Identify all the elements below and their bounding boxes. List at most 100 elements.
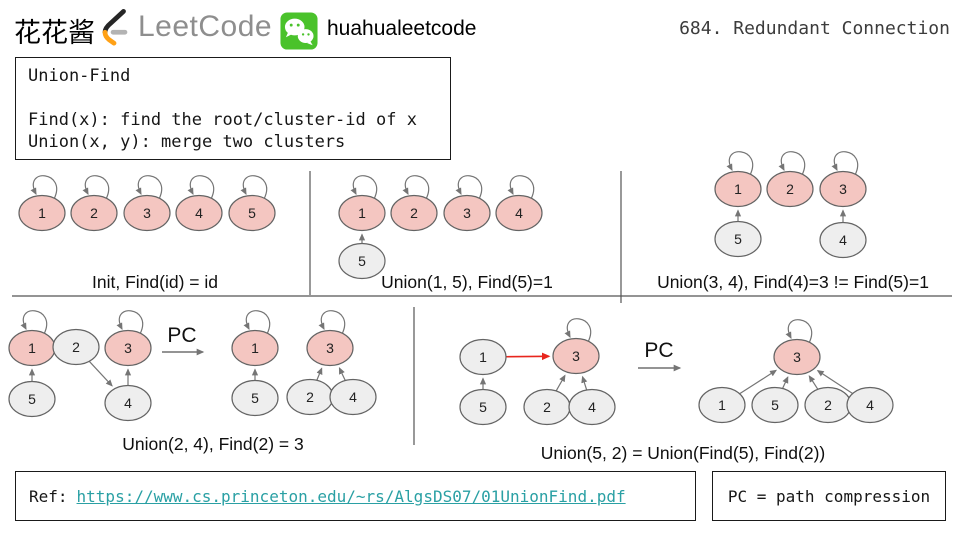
node-5: 5 (231, 379, 279, 417)
self-loop-1 (243, 310, 271, 335)
self-loop-3 (135, 175, 163, 200)
node-4: 4 (846, 386, 894, 424)
node-4: 4 (104, 384, 152, 422)
reference-box: Ref: https://www.cs.princeton.edu/~rs/Al… (15, 471, 696, 521)
svg-text:5: 5 (358, 253, 366, 269)
edge-5-to-3 (782, 376, 789, 389)
self-loop-1 (350, 175, 378, 200)
svg-text:5: 5 (771, 397, 779, 413)
svg-text:4: 4 (839, 232, 847, 248)
node-3: 3 (123, 194, 171, 232)
svg-text:2: 2 (786, 181, 794, 197)
node-2: 2 (390, 194, 438, 232)
wechat-account-name: huahualeetcode (327, 17, 477, 40)
node-2: 2 (804, 386, 852, 424)
leetcode-logo: LeetCode (98, 8, 272, 46)
info-line-find: Find(x): find the root/cluster-id of x (28, 110, 417, 130)
self-loop-2 (82, 175, 110, 200)
node-4: 4 (175, 194, 223, 232)
svg-text:4: 4 (124, 395, 132, 411)
node-2: 2 (286, 378, 334, 416)
node-4: 4 (819, 221, 867, 259)
node-5: 5 (228, 194, 276, 232)
caption-union52: Union(5, 2) = Union(Find(5), Find(2)) (540, 443, 826, 463)
leetcode-logo-text: LeetCode (138, 10, 273, 43)
edge-2-to-4 (88, 360, 113, 387)
node-2: 2 (52, 328, 100, 366)
svg-text:4: 4 (866, 397, 874, 413)
self-loop-2 (402, 175, 430, 200)
edge-1-to-3 (739, 369, 778, 395)
edge-4-to-3 (816, 369, 853, 395)
ref-link[interactable]: https://www.cs.princeton.edu/~rs/AlgsDS0… (76, 486, 626, 506)
svg-text:3: 3 (326, 340, 334, 356)
caption-union34: Union(3, 4), Find(4)=3 != Find(5)=1 (657, 272, 929, 292)
svg-text:1: 1 (28, 340, 36, 356)
self-loop-1 (30, 175, 58, 200)
svg-text:5: 5 (28, 391, 36, 407)
ref-label: Ref: (29, 486, 68, 506)
svg-text:2: 2 (90, 205, 98, 221)
union-find-info-box: Union-Find Find(x): find the root/cluste… (15, 57, 451, 160)
edge-4-to-3 (581, 375, 588, 391)
svg-text:2: 2 (72, 339, 80, 355)
edge-2-to-3 (808, 375, 819, 390)
node-2: 2 (523, 388, 571, 426)
node-3: 3 (443, 194, 491, 232)
self-loop-3 (785, 319, 813, 344)
svg-text:3: 3 (143, 205, 151, 221)
svg-text:3: 3 (793, 349, 801, 365)
wechat-icon (280, 12, 318, 55)
node-1: 1 (18, 194, 66, 232)
leetcode-icon (102, 8, 128, 46)
svg-text:2: 2 (824, 397, 832, 413)
svg-text:1: 1 (734, 181, 742, 197)
node-5: 5 (459, 388, 507, 426)
svg-text:3: 3 (572, 348, 580, 364)
pc-legend-box: PC = path compression (712, 471, 946, 521)
node-4: 4 (568, 388, 616, 426)
svg-text:5: 5 (248, 205, 256, 221)
node-4: 4 (495, 194, 543, 232)
svg-text:4: 4 (588, 399, 596, 415)
self-loop-3 (116, 310, 144, 335)
node-2: 2 (766, 170, 814, 208)
svg-text:5: 5 (479, 399, 487, 415)
caption-union15: Union(1, 5), Find(5)=1 (381, 272, 553, 292)
node-3: 3 (306, 329, 354, 367)
self-loop-3 (455, 175, 483, 200)
node-1: 1 (338, 194, 386, 232)
node-1: 1 (231, 329, 279, 367)
svg-text:3: 3 (839, 181, 847, 197)
node-1: 1 (459, 338, 507, 376)
svg-text:4: 4 (195, 205, 203, 221)
node-2: 2 (70, 194, 118, 232)
svg-text:1: 1 (358, 205, 366, 221)
node-3: 3 (773, 338, 821, 376)
svg-text:1: 1 (718, 397, 726, 413)
svg-text:5: 5 (251, 390, 259, 406)
self-loop-2 (778, 151, 806, 176)
edge-2-to-3 (555, 374, 566, 392)
svg-text:1: 1 (479, 349, 487, 365)
node-5: 5 (751, 386, 799, 424)
node-1: 1 (8, 329, 56, 367)
node-5: 5 (8, 380, 56, 418)
svg-text:3: 3 (124, 340, 132, 356)
pc-label: PC (167, 324, 196, 347)
caption-init: Init, Find(id) = id (92, 272, 218, 292)
self-loop-5 (240, 175, 268, 200)
self-loop-3 (318, 310, 346, 335)
node-1: 1 (698, 386, 746, 424)
pc-label: PC (644, 339, 673, 362)
edge-4-to-3 (338, 367, 346, 381)
self-loop-1 (20, 310, 48, 335)
problem-title: 684. Redundant Connection (679, 18, 950, 39)
node-3: 3 (552, 337, 600, 375)
svg-text:1: 1 (251, 340, 259, 356)
svg-text:5: 5 (734, 231, 742, 247)
self-loop-1 (726, 151, 754, 176)
node-5: 5 (338, 242, 386, 280)
